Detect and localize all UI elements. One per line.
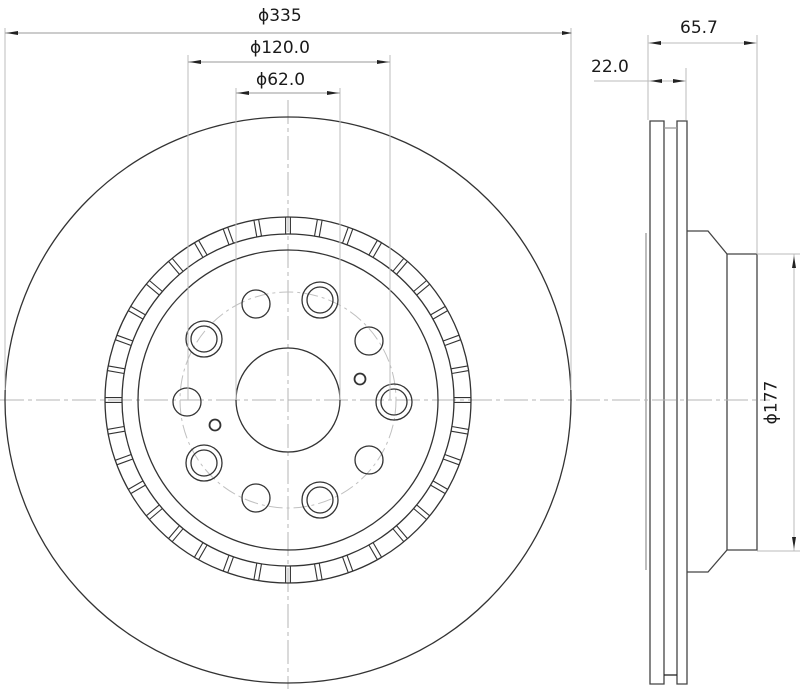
outer-edge [4,116,572,684]
side-view [594,35,800,685]
front-view [0,28,640,689]
large-holes [185,281,413,519]
total-height-label: 65.7 [680,18,718,38]
plain-holes [172,289,384,513]
inner-plate [676,120,688,685]
vent-ring-inner [121,233,455,567]
disc-thickness-label: 22.0 [591,57,629,77]
bolt-circle [179,291,397,509]
outer-plate [649,120,665,685]
hat-edge [137,249,439,551]
vent-ring-outer [104,216,472,584]
hat-diameter-label: ϕ177 [761,380,782,425]
bolt-circle-label: ϕ120.0 [250,38,310,58]
outer-diameter-label: ϕ335 [258,6,302,26]
pin-holes [208,372,367,432]
center-bore-label: ϕ62.0 [256,70,306,90]
hat-profile [687,230,758,573]
vent-slots [105,217,471,583]
